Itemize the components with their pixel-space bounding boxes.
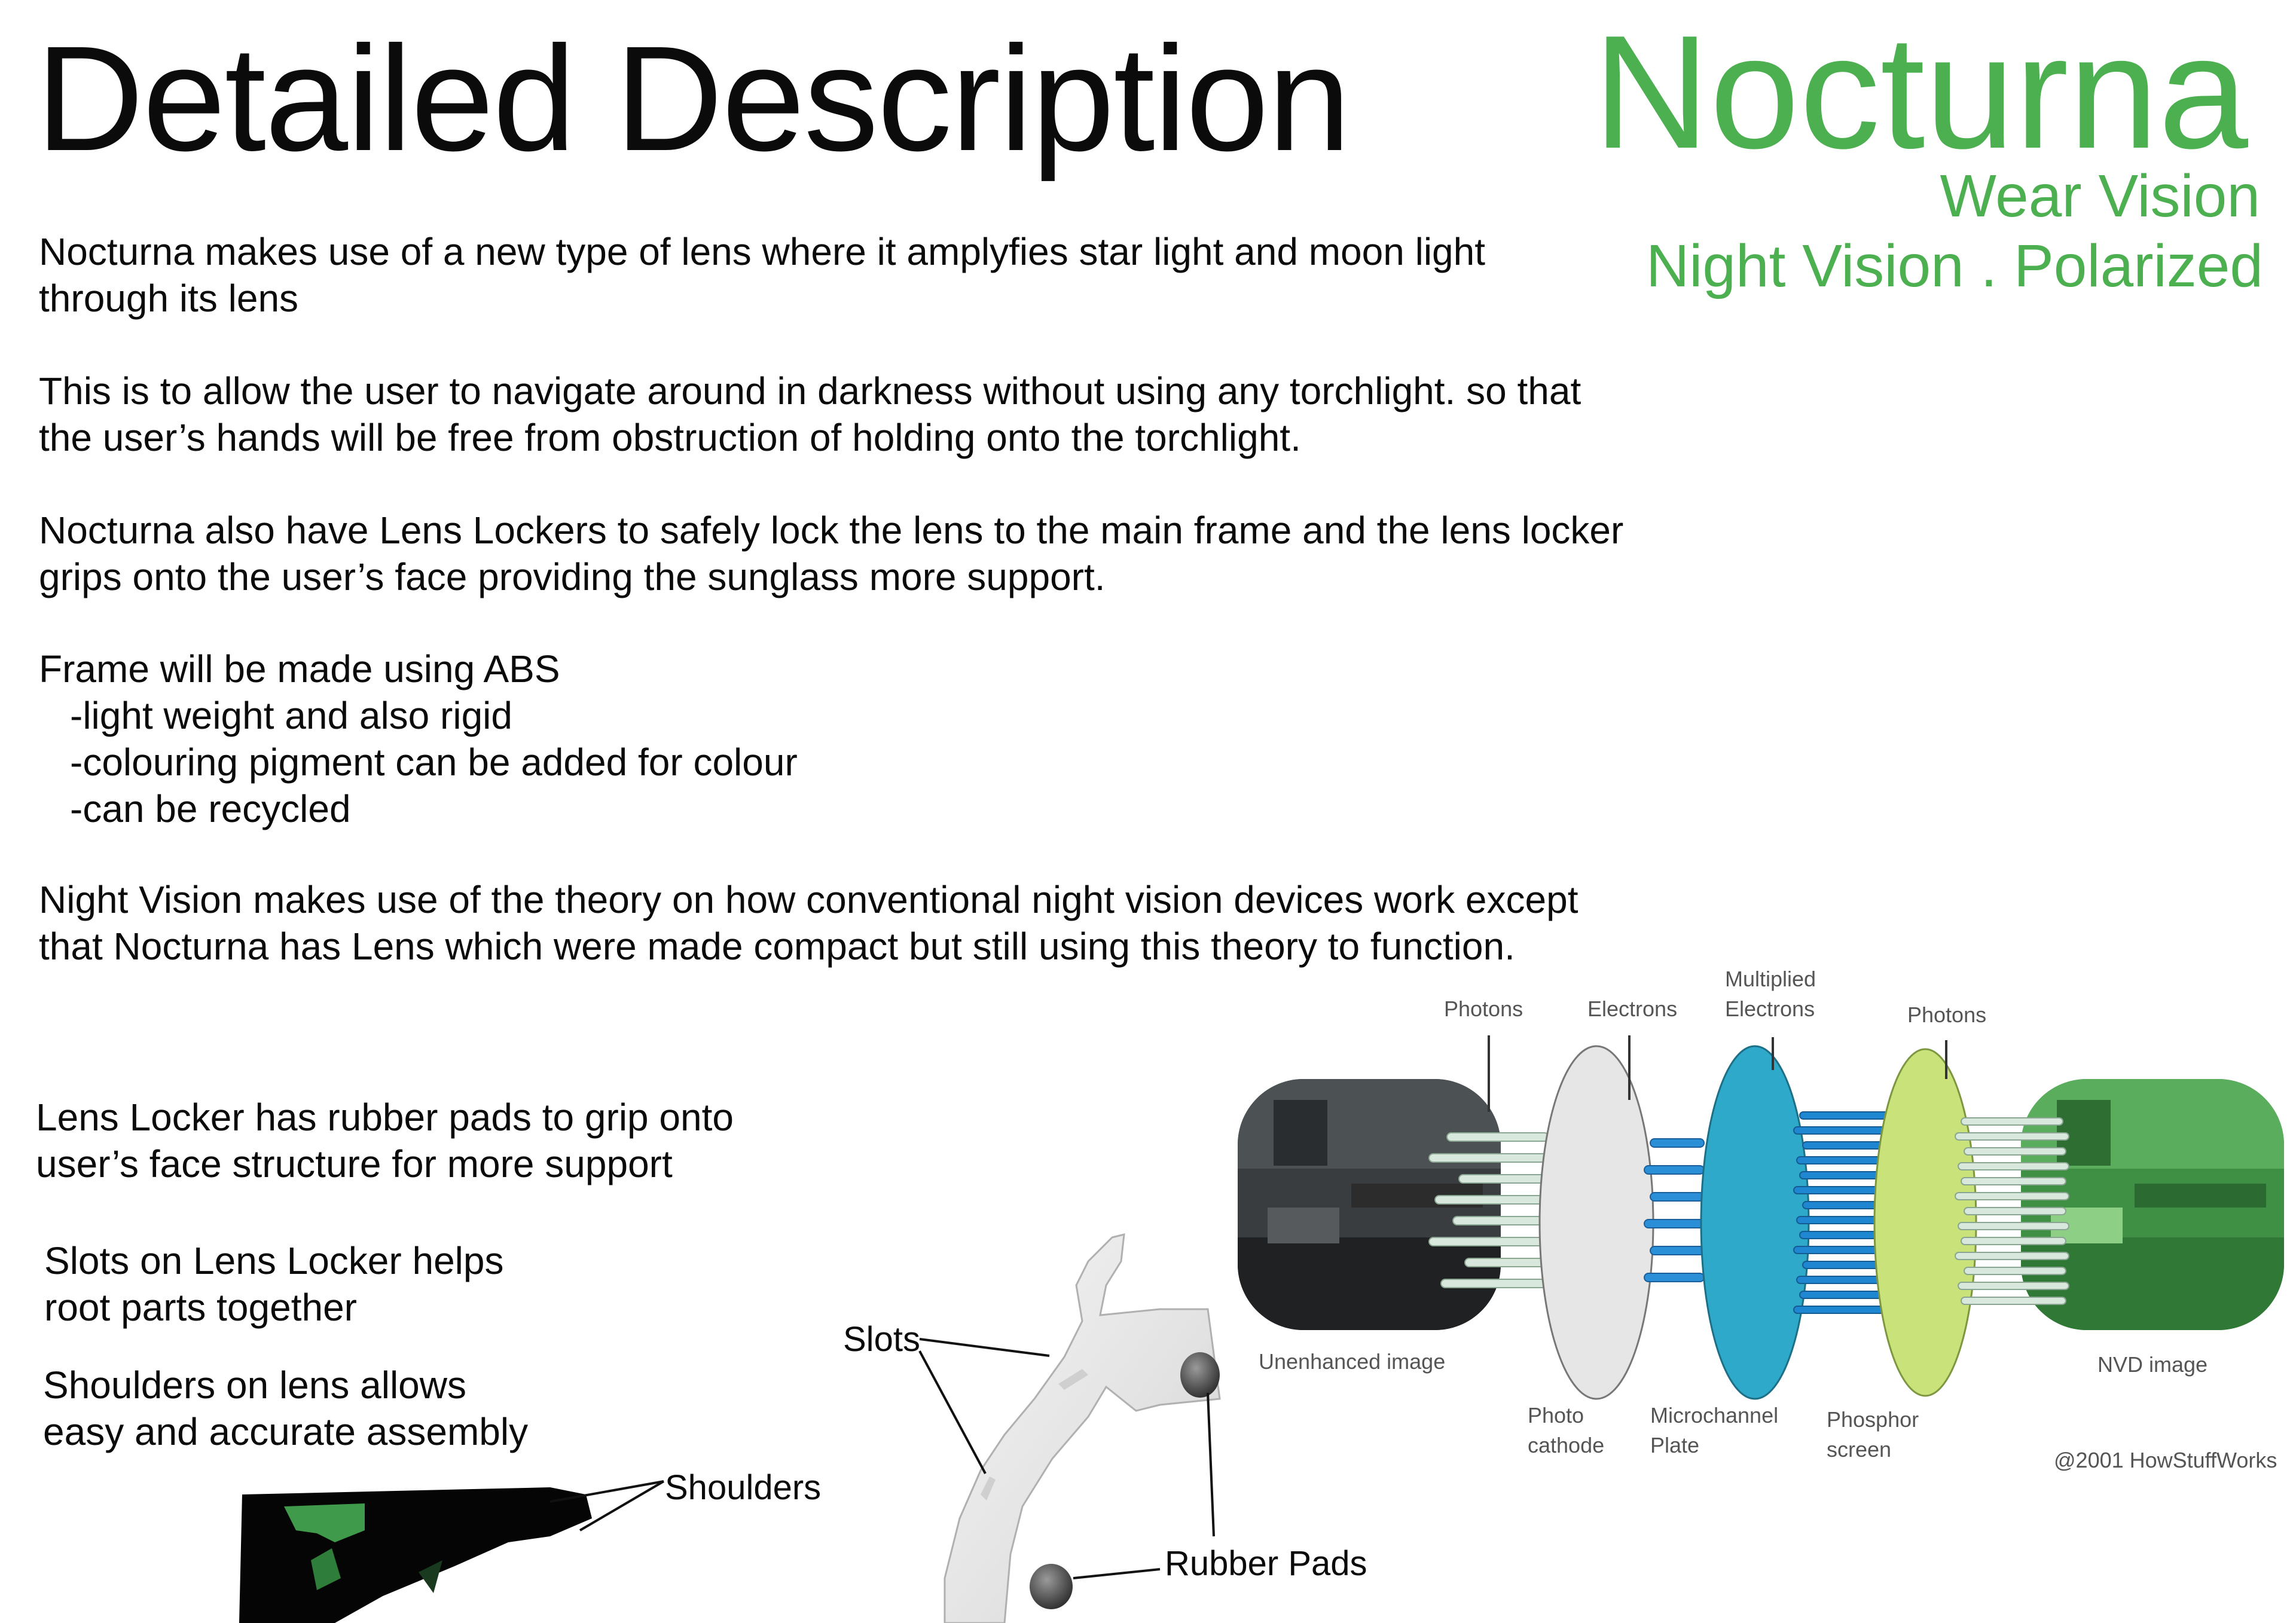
note-slots: Slots on Lens Locker helps root parts to… [44,1237,503,1331]
note-lens-locker: Lens Locker has rubber pads to grip onto… [36,1094,734,1187]
label-screen: screen [1827,1437,1891,1462]
diagram-pointer-lines [1488,1035,1947,1112]
frame-material-heading: Frame will be made using ABS [39,647,560,690]
slots-leader-line [919,1338,1050,1357]
shoulder-leader-line [579,1480,665,1532]
label-electrons: Electrons [1587,997,1677,1021]
label-photo: Photo [1528,1403,1584,1428]
pads-leader-line [1073,1568,1161,1579]
rubber-pad-top [1180,1352,1220,1398]
paragraph-line: grips onto the user’s face providing the… [39,555,1106,598]
label-cathode: cathode [1528,1433,1604,1457]
rubber-pad-bottom [1030,1564,1073,1609]
paragraph-line: Nocturna also have Lens Lockers to safel… [39,509,1624,552]
slots-leader-line [918,1350,987,1474]
diagram-credit: @2001 HowStuffWorks [2054,1448,2277,1472]
paragraph-night-vision: Night Vision makes use of the theory on … [39,876,1578,970]
night-vision-diagram: Photons Electrons Multiplied Electrons P… [1238,967,2284,1472]
microchannel-plate-disc [1700,1045,1810,1400]
label-phosphor: Phosphor [1827,1407,1919,1432]
label-microchannel: Microchannel [1650,1403,1778,1428]
brand-name: Nocturna [1593,2,2248,182]
photons-out-beams [1955,1117,2069,1305]
page-title: Detailed Description [36,15,1351,182]
paragraph-lens-lockers: Nocturna also have Lens Lockers to safel… [39,507,1623,600]
paragraph-navigation: This is to allow the user to navigate ar… [39,368,1581,461]
frame-material-point: -can be recycled [70,787,351,830]
label-multiplied: Multiplied [1725,967,1816,991]
note-line: Lens Locker has rubber pads to grip onto [36,1096,734,1139]
note-line: Shoulders on lens allows [43,1364,466,1407]
lens-shoulders-image [239,1480,665,1623]
frame-material-point: -light weight and also rigid [70,694,512,737]
nvd-image-panel [2021,1079,2284,1330]
paragraph-line: This is to allow the user to navigate ar… [39,369,1581,412]
note-line: root parts together [44,1286,357,1329]
label-photons-out: Photons [1907,1002,1986,1027]
label-nvd-image: NVD image [2097,1352,2208,1377]
paragraph-line: that Nocturna has Lens which were made c… [39,925,1515,968]
callout-slots: Slots [843,1320,920,1359]
lens-locker-image [918,1233,1221,1623]
callout-rubber-pads: Rubber Pads [1165,1544,1367,1583]
tagline-wear-vision: Wear Vision [1940,163,2260,230]
pads-leader-line [1207,1392,1215,1537]
frame-material-point: -colouring pigment can be added for colo… [70,741,798,784]
paragraph-line: Nocturna makes use of a new type of lens… [39,230,1485,273]
frame-material-list: Frame will be made using ABS -light weig… [39,646,798,832]
tagline-night-vision: Night Vision . Polarized [1645,233,2263,299]
label-unenhanced-image: Unenhanced image [1259,1349,1445,1374]
label-plate: Plate [1650,1433,1699,1457]
paragraph-lens-intro: Nocturna makes use of a new type of lens… [39,228,1485,322]
note-line: Slots on Lens Locker helps [44,1239,504,1282]
note-line: easy and accurate assembly [43,1410,529,1453]
note-line: user’s face structure for more support [36,1142,673,1185]
paragraph-line: Night Vision makes use of the theory on … [39,878,1578,921]
label-photons-in: Photons [1444,997,1523,1021]
shoulder-leader-line [549,1480,664,1503]
paragraph-line: through its lens [39,277,299,320]
callout-shoulders: Shoulders [665,1468,822,1507]
photocathode-disc [1538,1045,1654,1400]
label-multiplied-electrons: Electrons [1725,997,1815,1021]
paragraph-line: the user’s hands will be free from obstr… [39,416,1301,459]
note-shoulders: Shoulders on lens allows easy and accura… [43,1362,528,1455]
